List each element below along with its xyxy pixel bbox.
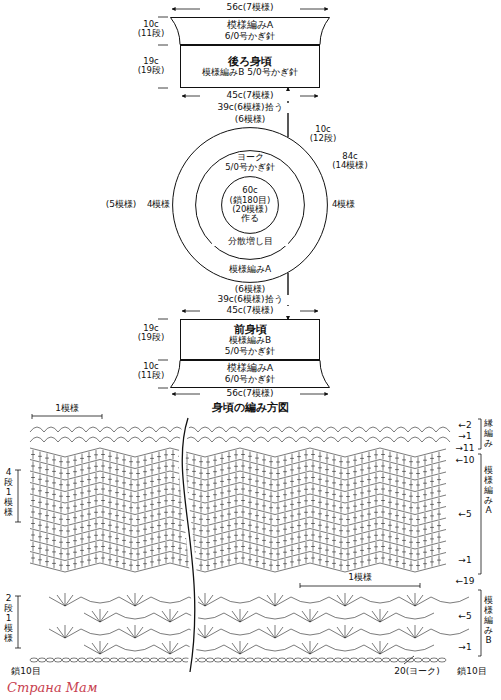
rect-line [181,320,320,360]
node-label: 模様編みB 5/0号かぎ針 [202,67,298,77]
dimension-label: 分散増し目 [212,237,288,246]
dimension-label: 56c(7模様) [200,389,300,399]
yoke-circle: 模様編みA ヨーク5/0号かぎ針 60c (鎖180目) (20模様) 作る [172,127,328,283]
dimension-label: 39c(6模様)拾う [185,295,315,305]
break-line-gap [182,418,195,672]
vertical-label: 模様編みA [484,466,493,515]
dimension-label: 4模様 [331,200,355,209]
circle-line [173,128,328,283]
body-panel: 模様編みA6/0号かぎ針 [170,17,330,45]
node-label: 6/0号かぎ針 [225,374,275,384]
dimension-label: 45c(7模様) [200,306,300,316]
dimension-label: ←10 [452,456,478,466]
dimension-label: 45c(7模様) [200,91,300,101]
node-label: 模様編みA [227,363,274,374]
vertical-label: 模様編みB [484,596,493,645]
rect-line [181,46,320,88]
body-panel: 模様編みA6/0号かぎ針 [170,360,330,388]
leader-line [404,656,414,664]
flare-line [171,18,330,45]
body-panel: 後ろ身頃模様編みB 5/0号かぎ針 [180,45,320,88]
vertical-label: 2段1模様 [4,594,13,643]
body-panel: 前身頃模様編みB5/0号かぎ針 [180,319,320,360]
dimension-label: ←19 [452,577,478,587]
node-label: 6/0号かぎ針 [225,31,275,41]
bracket [300,583,420,588]
dimension-label: 10c (12段) [306,125,340,144]
vertical-label: 縁編み [484,419,493,449]
node-label: 5/0号かぎ針 [225,346,275,356]
node-label: 後ろ身頃 [228,55,272,67]
dimension-label: →11 [452,444,478,454]
dimension-label: 4模様 [146,200,170,209]
dimension-label: (6模様) [215,285,285,295]
node-label: 5/0号かぎ針 [195,163,305,173]
node-label: 模様編みB [229,335,271,345]
bracket [32,414,102,419]
circle-line [222,177,279,234]
break-line [182,418,195,672]
node-label: 前身頃 [234,323,267,335]
dimension-label: 10c (11段) [134,362,168,381]
node-label: 60c (鎖180目) (20模様) 作る [228,186,272,223]
dimension-label: 10c (11段) [134,20,168,39]
dimension-label: 1模様 [40,404,94,414]
watermark: Страна Мам [6,681,126,695]
node-label: 模様編みA [227,20,274,31]
dimension-label: ←2 [452,421,478,431]
dimension-label: 身頃の編み方図 [180,402,320,414]
dimension-label: 56c(7模様) [200,3,300,13]
dimension-label: 20(ヨーク) [386,667,448,677]
dimension-label: 鎖10目 [6,667,46,677]
dimension-label: ←5 [452,510,478,520]
vertical-label: 4段1模様 [4,468,13,517]
node-label: ヨーク [195,152,305,162]
circle-line [196,151,305,260]
dimension-label: (5模様) [98,200,144,210]
yoke-circle: 60c (鎖180目) (20模様) 作る [221,176,279,234]
dimension-label: 84c (14模様) [326,152,374,171]
bracket [15,470,21,648]
stitch-strokes [30,427,469,662]
dimension-label: (6模様) [215,115,285,125]
dimension-label: →1 [452,432,478,442]
flare-line [171,361,330,388]
dimension-label: 鎖10目 [452,667,492,677]
dimension-label: ←5 [452,612,478,622]
node-label: 模様編みA [172,264,328,274]
dimension-label: 39c(6模様)拾う [185,103,315,113]
dimension-label: 1模様 [330,573,390,583]
dimension-label: 19c (19段) [134,324,168,343]
dimension-label: →1 [452,556,478,566]
bracket [478,419,481,656]
dimension-label: →1 [452,643,478,653]
dimension-label: 19c (19段) [134,57,168,76]
